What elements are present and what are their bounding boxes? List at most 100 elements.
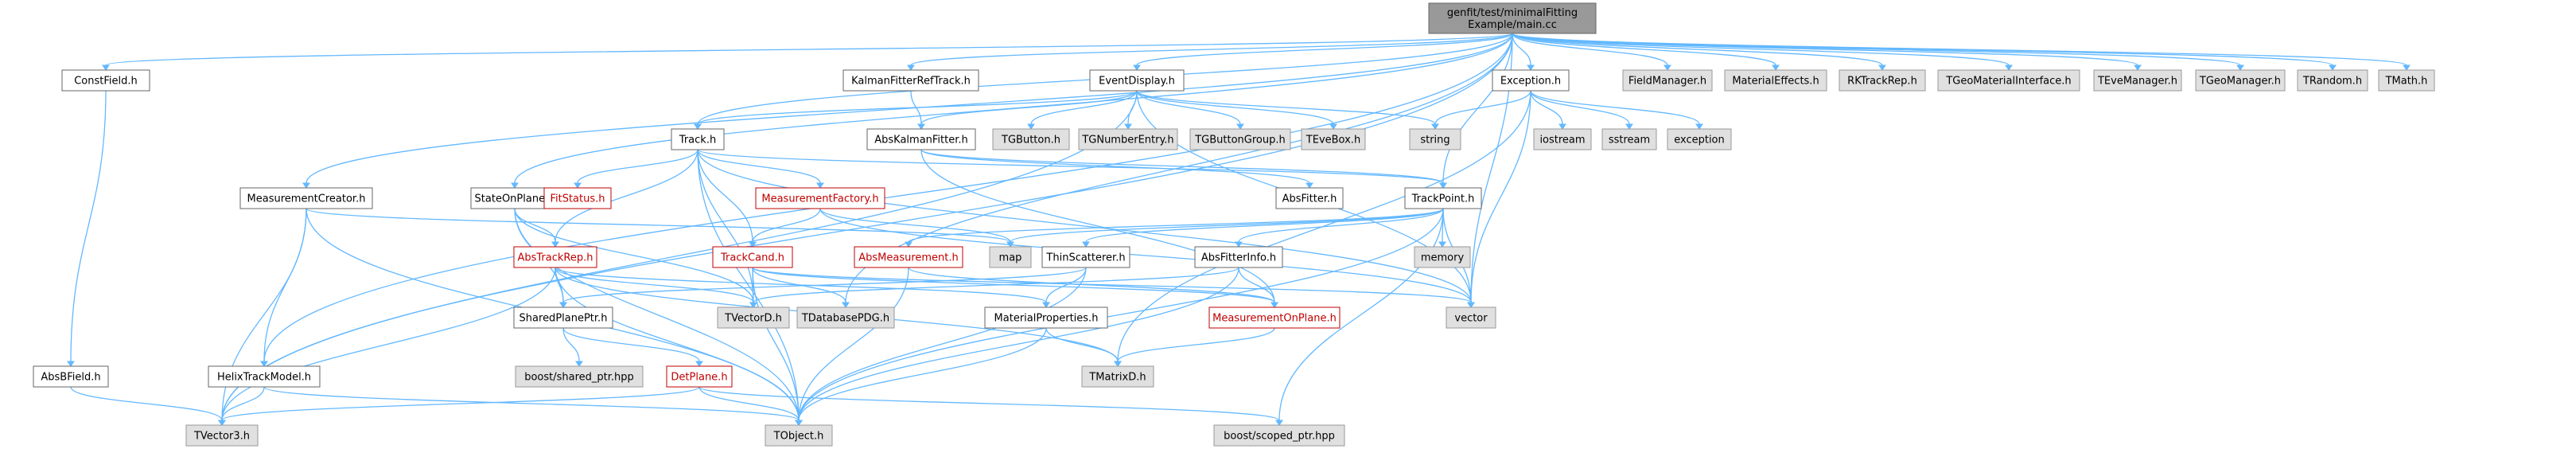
edge-Track-to-AbsTrackRep — [555, 149, 698, 243]
node-trackpoint[interactable]: TrackPoint.h — [1404, 187, 1482, 209]
node-label: boost/shared_ptr.hpp — [524, 372, 634, 384]
edge-Track-to-MeasurementFactory — [697, 149, 821, 184]
node-tvector3: TVector3.h — [185, 424, 259, 447]
node-box — [984, 306, 1108, 329]
node-constfield[interactable]: ConstField.h — [61, 69, 150, 92]
edge-AbsMeasurement-to-TObject — [798, 267, 909, 421]
node-kalmanfitterreftrack[interactable]: KalmanFitterRefTrack.h — [842, 69, 979, 92]
edge-main-to-TEveManager — [1512, 33, 2138, 66]
node-sstream: sstream — [1601, 128, 1657, 150]
node-measurementfactory[interactable]: MeasurementFactory.h — [755, 187, 885, 209]
node-absmeasurement[interactable]: AbsMeasurement.h — [854, 246, 963, 268]
node-abskalmanfitter[interactable]: AbsKalmanFitter.h — [866, 128, 976, 150]
node-box — [239, 187, 373, 209]
edge-arrowhead — [559, 302, 567, 308]
edge-arrowhead — [1664, 64, 1671, 71]
edge-TrackPoint-to-AbsFitterInfo — [1238, 208, 1444, 243]
node-label: MeasurementCreator.h — [247, 193, 366, 205]
node-label: TGeoManager.h — [2199, 76, 2281, 88]
node-materialeffects: MaterialEffects.h — [1724, 69, 1827, 92]
edge-DetPlane-to-TObject — [698, 386, 800, 421]
node-box — [712, 246, 793, 268]
node-boost-shared-ptr: boost/shared_ptr.hpp — [515, 365, 644, 388]
node-rktrackrep: RKTrackRep.h — [1839, 69, 1926, 92]
node-detplane[interactable]: DetPlane.h — [666, 365, 733, 388]
node-track[interactable]: Track.h — [671, 128, 725, 150]
node-box — [1724, 69, 1827, 92]
node-tgnumberentry: TGNumberEntry.h — [1078, 128, 1178, 150]
node-box — [1622, 69, 1713, 92]
node-abstrackrep[interactable]: AbsTrackRep.h — [513, 246, 597, 268]
node-label: TGButton.h — [1001, 135, 1060, 146]
node-absfitterinfo[interactable]: AbsFitterInfo.h — [1194, 246, 1283, 268]
node-box — [1208, 306, 1341, 329]
node-box — [842, 69, 979, 92]
node-label: boost/scoped_ptr.hpp — [1224, 431, 1335, 443]
edge-SharedPlanePtr-to-boost_shared_ptr — [562, 327, 580, 362]
node-box — [1213, 424, 1345, 447]
node-label: ConstField.h — [74, 76, 138, 88]
node-box — [1081, 365, 1154, 388]
edge-arrowhead — [2329, 64, 2337, 71]
node-box — [1839, 69, 1926, 92]
node-eventdisplay[interactable]: EventDisplay.h — [1089, 69, 1185, 92]
node-measurementcreator[interactable]: MeasurementCreator.h — [239, 187, 373, 209]
edge-arrowhead — [2403, 64, 2411, 71]
edge-arrowhead — [574, 182, 582, 189]
node-box — [1194, 246, 1283, 268]
node-trackcand[interactable]: TrackCand.h — [712, 246, 793, 268]
node-sharedplaneptr[interactable]: SharedPlanePtr.h — [513, 306, 613, 329]
edge-AbsTrackRep-to-TVector3 — [221, 267, 556, 421]
node-label: MeasurementFactory.h — [761, 193, 878, 205]
edge-Exception-to-string — [1434, 90, 1531, 125]
edge-arrowhead — [67, 361, 75, 367]
node-fieldmanager: FieldManager.h — [1622, 69, 1713, 92]
edge-arrowhead — [907, 64, 915, 71]
node-box — [61, 69, 150, 92]
node-helixtrackmodel[interactable]: HelixTrackModel.h — [208, 365, 321, 388]
edge-main-to-RKTrackRep — [1512, 33, 1883, 66]
node-fitstatus[interactable]: FitStatus.h — [543, 187, 612, 209]
node-box — [1189, 128, 1291, 150]
edge-AbsFitterInfo-to-TVectorD — [753, 267, 1239, 303]
edge-EventDisplay-to-Track — [697, 90, 1138, 125]
edge-EventDisplay-to-TVector3 — [221, 90, 1138, 421]
node-absbfield[interactable]: AbsBField.h — [33, 365, 109, 388]
node-boost-scoped-ptr: boost/scoped_ptr.hpp — [1213, 424, 1345, 447]
node-measurementonplane[interactable]: MeasurementOnPlane.h — [1208, 306, 1341, 329]
node-absfitter[interactable]: AbsFitter.h — [1275, 187, 1344, 209]
edge-Exception-to-vector — [1470, 90, 1531, 303]
edge-arrowhead — [551, 241, 559, 248]
node-tvectord: TVectorD.h — [717, 306, 790, 329]
edge-MeasurementCreator-to-map — [305, 208, 1011, 243]
edge-arrowhead — [694, 123, 702, 130]
edge-MeasurementCreator-to-HelixTrackModel — [263, 208, 307, 362]
edge-TrackCand-to-TObject — [752, 267, 800, 421]
edge-arrowhead — [917, 123, 925, 130]
node-thinscatterer[interactable]: ThinScatterer.h — [1041, 246, 1130, 268]
node-exception[interactable]: Exception.h — [1492, 69, 1570, 92]
edge-ThinScatterer-to-MaterialProperties — [1045, 267, 1087, 303]
node-label: MeasurementOnPlane.h — [1212, 313, 1337, 325]
node-box — [666, 365, 733, 388]
node-box — [33, 365, 109, 388]
node-label: iostream — [1539, 135, 1585, 146]
node-map: map — [989, 246, 1032, 268]
node-label: TEveBox.h — [1306, 135, 1360, 146]
edge-arrowhead — [1431, 123, 1439, 130]
node-tmath: TMath.h — [2378, 69, 2435, 92]
node-label: TGeoMaterialInterface.h — [1945, 76, 2071, 88]
node-label: StateOnPlane.h — [475, 193, 555, 205]
node-memory: memory — [1414, 246, 1471, 268]
edge-TrackCand-to-MeasurementOnPlane — [752, 267, 1275, 303]
node-string: string — [1409, 128, 1461, 150]
edge-EventDisplay-to-TGButtonGroup — [1136, 90, 1241, 125]
edge-arrowhead — [1438, 241, 1446, 248]
node-vector: vector — [1446, 306, 1496, 329]
node-tgbuttongroup: TGButtonGroup.h — [1189, 128, 1291, 150]
edge-AbsBField-to-TVector3 — [70, 386, 223, 421]
edge-AbsMeasurement-to-MeasurementOnPlane — [908, 267, 1275, 303]
node-materialproperties[interactable]: MaterialProperties.h — [984, 306, 1108, 329]
node-box — [755, 187, 885, 209]
edge-arrowhead — [1027, 123, 1035, 130]
